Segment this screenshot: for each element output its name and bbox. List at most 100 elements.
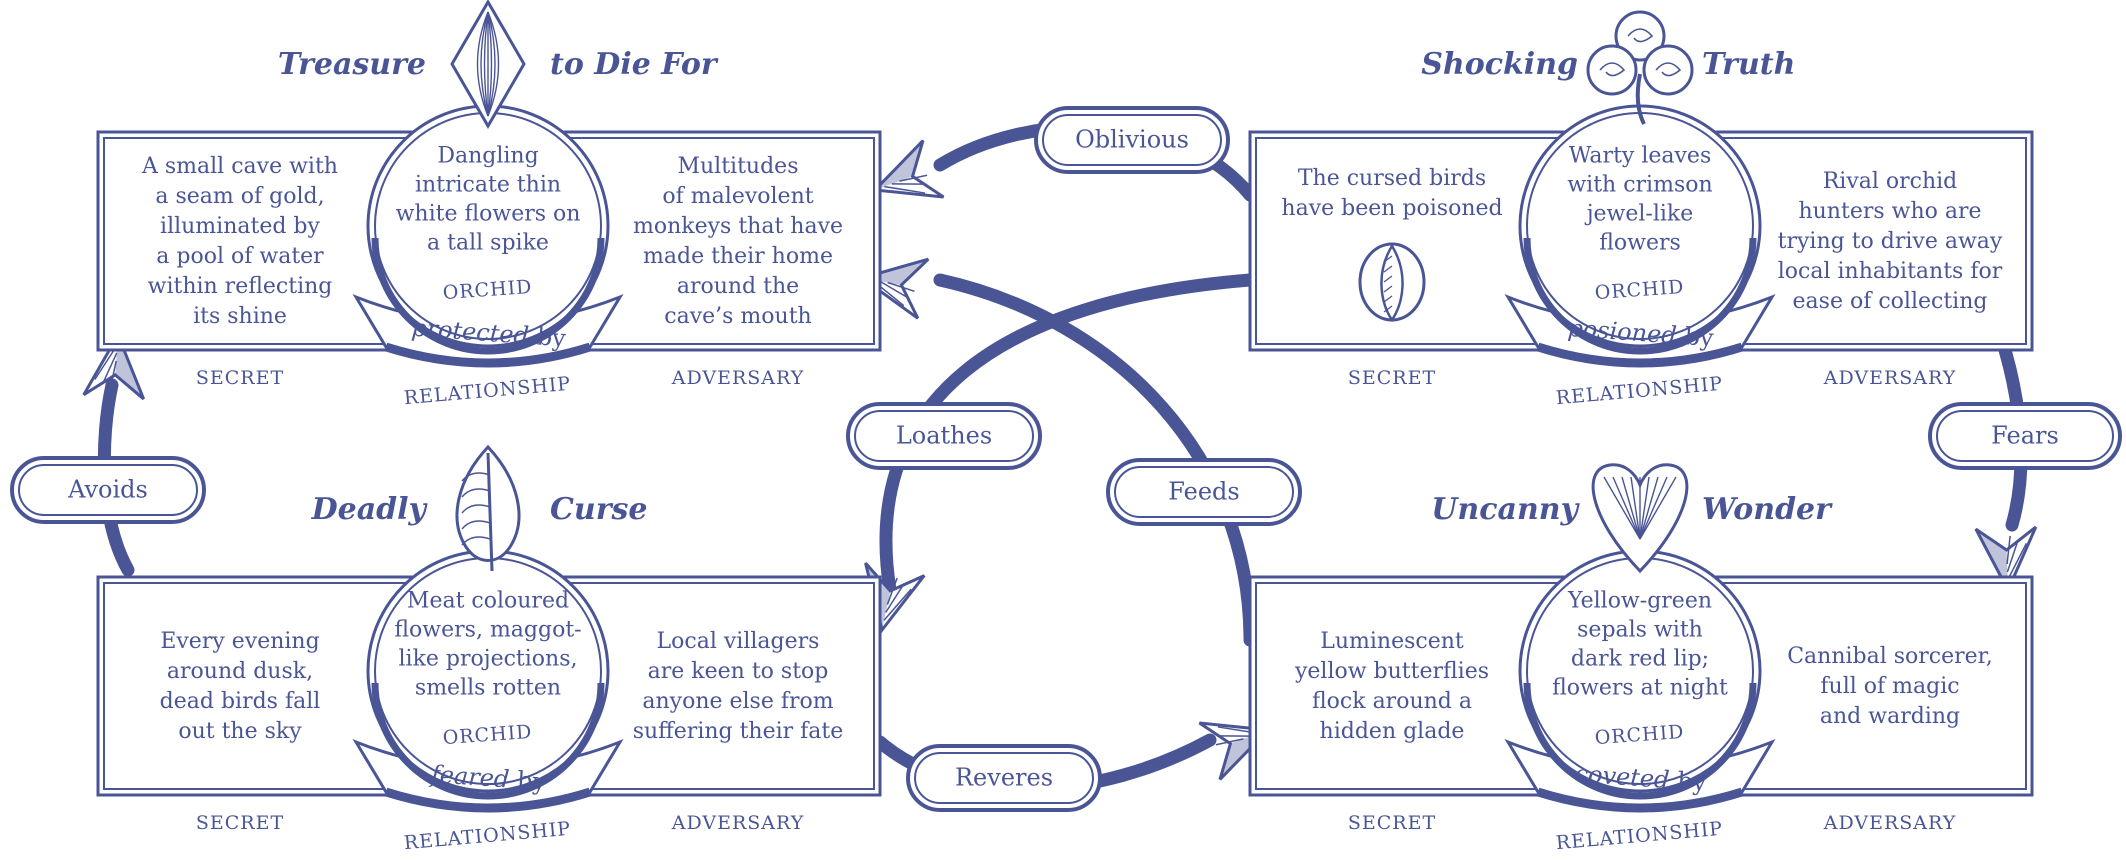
link-label: Avoids	[67, 476, 148, 504]
adversary-text-line: Multitudes	[677, 154, 798, 179]
relationship-label: RELATIONSHIP	[1555, 373, 1724, 410]
relationship-by: by	[516, 766, 547, 796]
secret-text-line: flock around a	[1312, 689, 1472, 714]
adversary-text-line: hunters who are	[1798, 199, 1981, 224]
relationship-by: by	[1684, 322, 1715, 352]
orchid-text-line: white flowers on	[396, 202, 581, 227]
link-pill	[1928, 402, 2122, 470]
orchid-text-line: a tall spike	[427, 231, 549, 256]
secret-label: SECRET	[196, 812, 284, 834]
spade-icon	[455, 444, 521, 572]
link-fears: Fears	[1928, 402, 2122, 470]
card-title-right: Curse	[550, 492, 647, 527]
secret-text-line: a seam of gold,	[155, 184, 324, 209]
orchid-text-line: with crimson	[1567, 173, 1712, 198]
secret-text-line: Every evening	[160, 629, 319, 654]
diamond-icon	[450, 0, 526, 129]
secret-text-line: illuminated by	[160, 214, 320, 239]
adversary-text-line: around the	[677, 274, 799, 299]
adversary-text: Cannibal sorcerer, full of magic and wardi…	[1787, 644, 1993, 729]
adversary-text-line: are keen to stop	[648, 659, 829, 684]
adversary-text-line: local inhabitants for	[1778, 259, 2003, 284]
link-pill	[1034, 106, 1230, 174]
adversary-text-line: full of magic	[1820, 674, 1959, 699]
secret-text-line: The cursed birds	[1298, 166, 1486, 191]
link-label: Fears	[1991, 422, 2059, 450]
orchid-text-line: flowers, maggot-	[394, 618, 581, 643]
orchid-text-line: flowers at night	[1552, 676, 1728, 701]
adversary-text-line: monkeys that have	[633, 214, 843, 239]
adversary-text-line: and warding	[1820, 704, 1960, 729]
link-oblivious: Oblivious	[1034, 106, 1230, 174]
link-pill	[906, 744, 1102, 812]
seed-icon	[1358, 242, 1426, 323]
secret-label: SECRET	[1348, 367, 1436, 389]
orchid-text-line: smells rotten	[415, 676, 561, 701]
secret-text-line: yellow butterflies	[1294, 659, 1489, 684]
link-pill	[10, 456, 206, 524]
adversary-text-line: ease of collecting	[1793, 289, 1988, 314]
secret-text-line: around dusk,	[167, 659, 313, 684]
relationship-label: RELATIONSHIP	[403, 373, 572, 410]
card-title-right: Wonder	[1702, 492, 1833, 527]
card-title-left: Deadly	[311, 492, 429, 527]
adversary-text-line: Cannibal sorcerer,	[1787, 644, 1993, 669]
secret-text: Every evening around dusk, dead birds fall…	[160, 629, 321, 744]
adversary-text-line: trying to drive away	[1778, 229, 2003, 254]
link-label: Feeds	[1168, 478, 1239, 506]
secret-text-line: out the sky	[178, 719, 302, 744]
secret-label: SECRET	[196, 367, 284, 389]
orchid-text-line: intricate thin	[415, 173, 561, 198]
link-reveres: Reveres	[906, 744, 1102, 812]
link-avoids: Avoids	[10, 456, 206, 524]
orchid-text-line: jewel-like	[1584, 202, 1694, 227]
card-title-left: Uncanny	[1431, 492, 1580, 527]
adversary-text-line: anyone else from	[642, 689, 833, 714]
secret-text-line: a pool of water	[156, 244, 324, 269]
adversary-text: Local villagers are keen to stop anyone el…	[633, 629, 844, 744]
link-pill	[1106, 458, 1302, 526]
feeds-curve	[933, 273, 1257, 647]
card-title-left: Shocking	[1421, 47, 1578, 82]
link-pill	[846, 402, 1042, 470]
adversary-label: ADVERSARY	[671, 367, 805, 389]
adversary-text-line: made their home	[643, 244, 833, 269]
card-title-left: Treasure	[278, 47, 426, 82]
orchid-text-line: Dangling	[437, 144, 538, 169]
orchid-text-line: flowers	[1599, 231, 1681, 256]
card-title-right: Truth	[1702, 47, 1795, 82]
relationship-verb: feared	[428, 760, 510, 794]
orchid-text: Warty leaves with crimson jewel-like flower…	[1567, 144, 1712, 256]
adversary-text-line: suffering their fate	[633, 719, 844, 744]
orchid-text: Dangling intricate thin white flowers on a …	[396, 144, 581, 256]
heart-icon	[1591, 463, 1689, 574]
adversary-text-line: of malevolent	[662, 184, 813, 209]
secret-text-line: dead birds fall	[160, 689, 321, 714]
orchid-text-line: like projections,	[399, 647, 578, 672]
relationship-verb: coveted	[1574, 759, 1671, 794]
link-loathes: Loathes	[846, 402, 1042, 470]
adversary-text-line: cave’s mouth	[664, 304, 811, 329]
relationship-by: by	[536, 322, 567, 352]
orchid-text-line: Yellow-green	[1567, 589, 1712, 614]
orchid-text-line: Warty leaves	[1569, 144, 1712, 169]
orchid-text-line: dark red lip;	[1571, 647, 1709, 672]
relationship-label: RELATIONSHIP	[1555, 818, 1724, 855]
club-icon	[1586, 10, 1694, 125]
secret-text-line: its shine	[193, 304, 287, 329]
loathes-curve	[879, 273, 1257, 597]
adversary-text-line: Rival orchid	[1823, 169, 1958, 194]
adversary-text-line: Local villagers	[657, 629, 820, 654]
